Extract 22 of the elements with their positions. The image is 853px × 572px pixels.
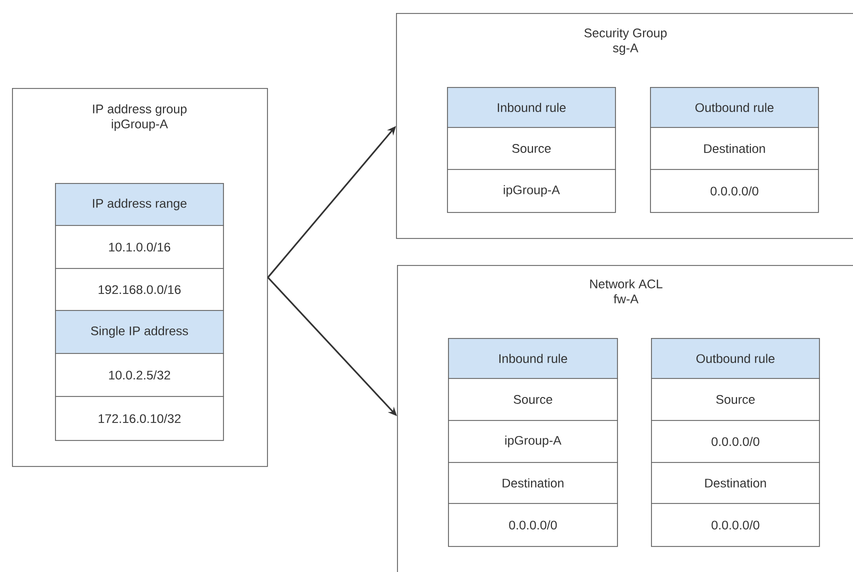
- table-cell: ipGroup-A: [448, 420, 618, 463]
- table-cell: Destination: [650, 127, 819, 170]
- table-cell: 0.0.0.0/0: [651, 503, 820, 547]
- header-cell: Outbound rule: [651, 338, 820, 379]
- table-cell: 0.0.0.0/0: [448, 503, 618, 547]
- table-cell: 0.0.0.0/0: [650, 169, 819, 213]
- table-cell: Source: [651, 378, 820, 421]
- header-cell: Inbound rule: [448, 338, 618, 379]
- table-cell: ipGroup-A: [447, 169, 616, 213]
- table-cell: 0.0.0.0/0: [651, 420, 820, 463]
- header-cell: IP address range: [55, 183, 224, 226]
- table-cell: 10.1.0.0/16: [55, 225, 224, 269]
- table-cell: 172.16.0.10/32: [55, 396, 224, 441]
- table-cell: 10.0.2.5/32: [55, 353, 224, 397]
- table-cell: Destination: [651, 462, 820, 504]
- table-cell: Source: [448, 378, 618, 421]
- table-cell: 192.168.0.0/16: [55, 268, 224, 311]
- table-cell: Source: [447, 127, 616, 170]
- table-cell: Destination: [448, 462, 618, 504]
- header-cell: Outbound rule: [650, 87, 819, 128]
- header-cell: Inbound rule: [447, 87, 616, 128]
- header-cell: Single IP address: [55, 310, 224, 354]
